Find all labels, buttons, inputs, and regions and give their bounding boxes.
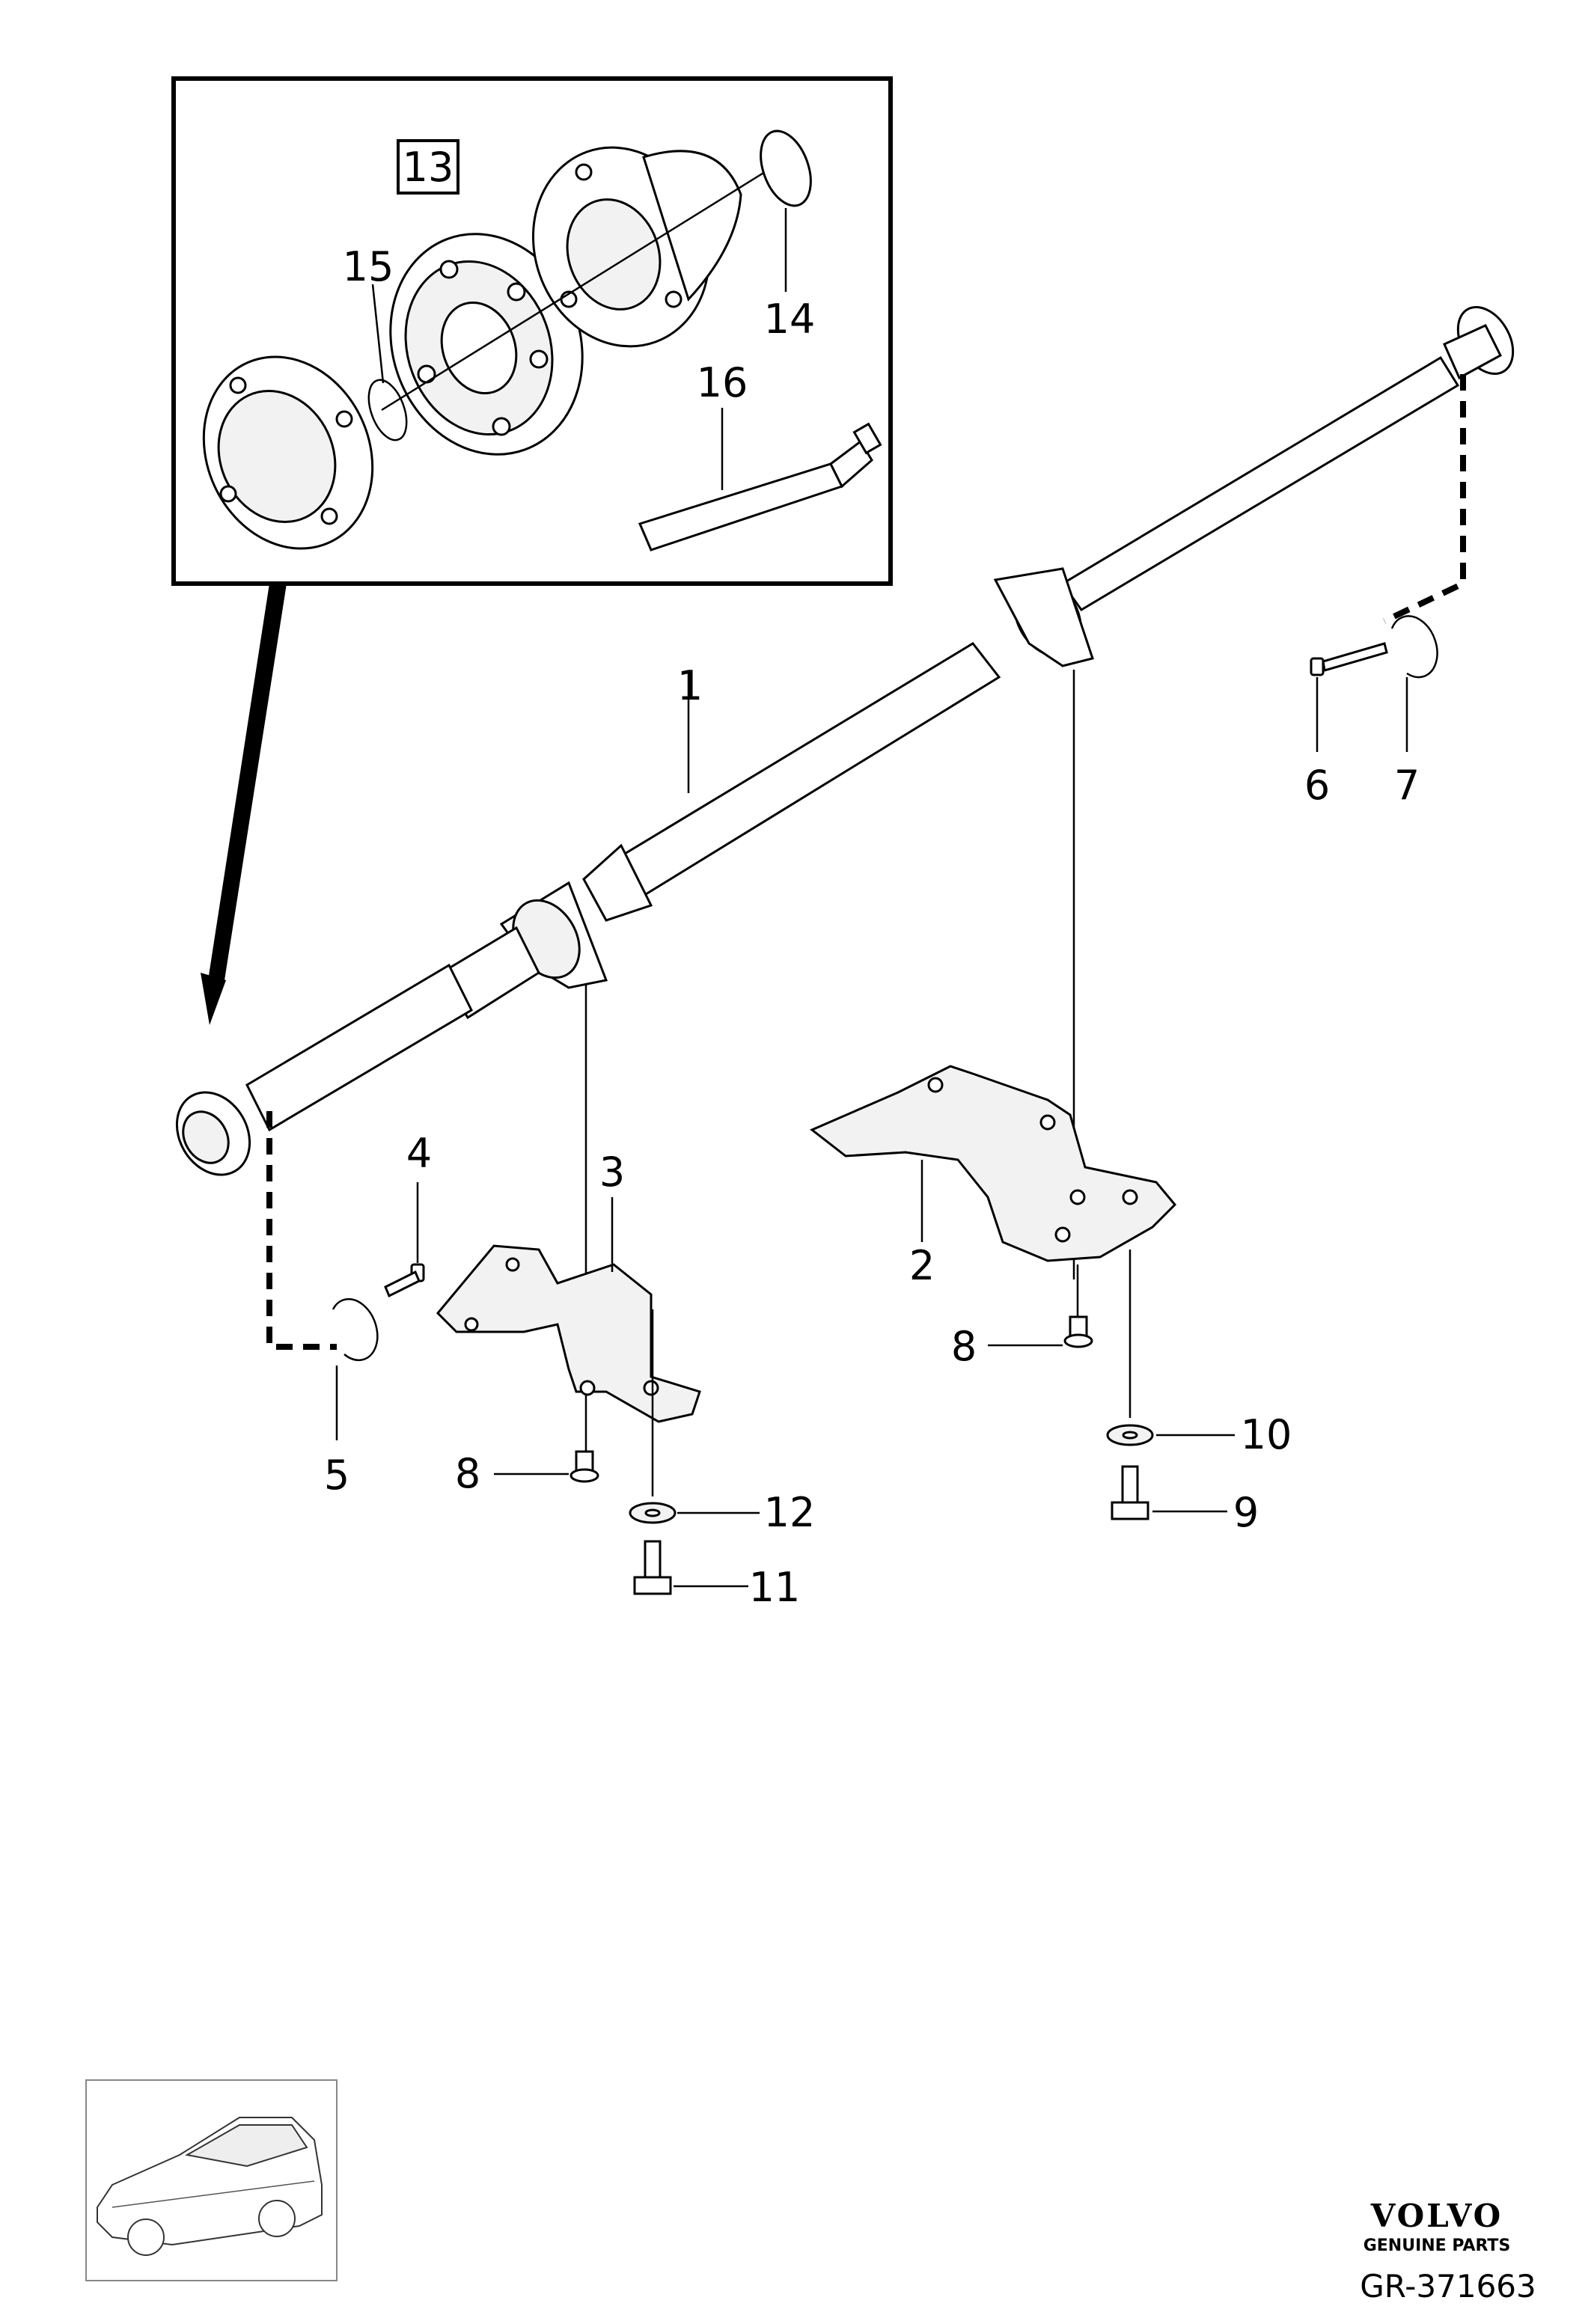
- callout-10: 10: [1241, 1411, 1292, 1458]
- callout-3: 3: [599, 1149, 625, 1196]
- joint-housing: [531, 146, 742, 348]
- rear-bracket: [810, 1065, 1177, 1262]
- inset-detail-box: 13 15: [171, 76, 893, 586]
- washer-10: [1106, 1424, 1154, 1446]
- joint-cover-flange: [202, 355, 374, 550]
- callout-11: 11: [749, 1564, 801, 1611]
- brand-tagline: GENUINE PARTS: [1364, 2236, 1511, 2255]
- callout-16: 16: [697, 359, 748, 406]
- callout-14: 14: [764, 296, 816, 343]
- callout-8-rear: 8: [951, 1323, 977, 1370]
- brand-logo: VOLVO: [1370, 2198, 1503, 2234]
- callout-5: 5: [324, 1452, 349, 1499]
- bolt-9: [1111, 1465, 1149, 1520]
- front-bracket: [436, 1244, 701, 1423]
- front-bolt: [384, 1263, 425, 1298]
- rear-circlip: [1390, 615, 1438, 679]
- bolt-11: [633, 1540, 672, 1595]
- callout-7: 7: [1394, 762, 1420, 809]
- diagram-code: GR-371663: [1360, 2268, 1536, 2305]
- front-circlip: [332, 1298, 379, 1362]
- callout-6: 6: [1304, 762, 1330, 809]
- callout-4: 4: [406, 1130, 432, 1177]
- vehicle-thumbnail: [85, 2079, 338, 2281]
- grease-tube: [638, 422, 882, 551]
- rear-bolt: [1310, 642, 1388, 676]
- bolt-8-rear: [1063, 1315, 1093, 1348]
- callout-1: 1: [677, 662, 703, 709]
- bolt-8-front: [569, 1450, 599, 1483]
- callout-9: 9: [1233, 1489, 1259, 1536]
- callout-15: 15: [343, 243, 394, 290]
- inset-pointer-arrow: [201, 584, 287, 1025]
- washer-12: [629, 1502, 677, 1524]
- callout-8-front: 8: [455, 1450, 480, 1497]
- callout-12: 12: [764, 1489, 816, 1536]
- propeller-shaft: [175, 305, 1515, 1176]
- callout-13: 13: [403, 144, 454, 191]
- callout-2: 2: [909, 1242, 935, 1289]
